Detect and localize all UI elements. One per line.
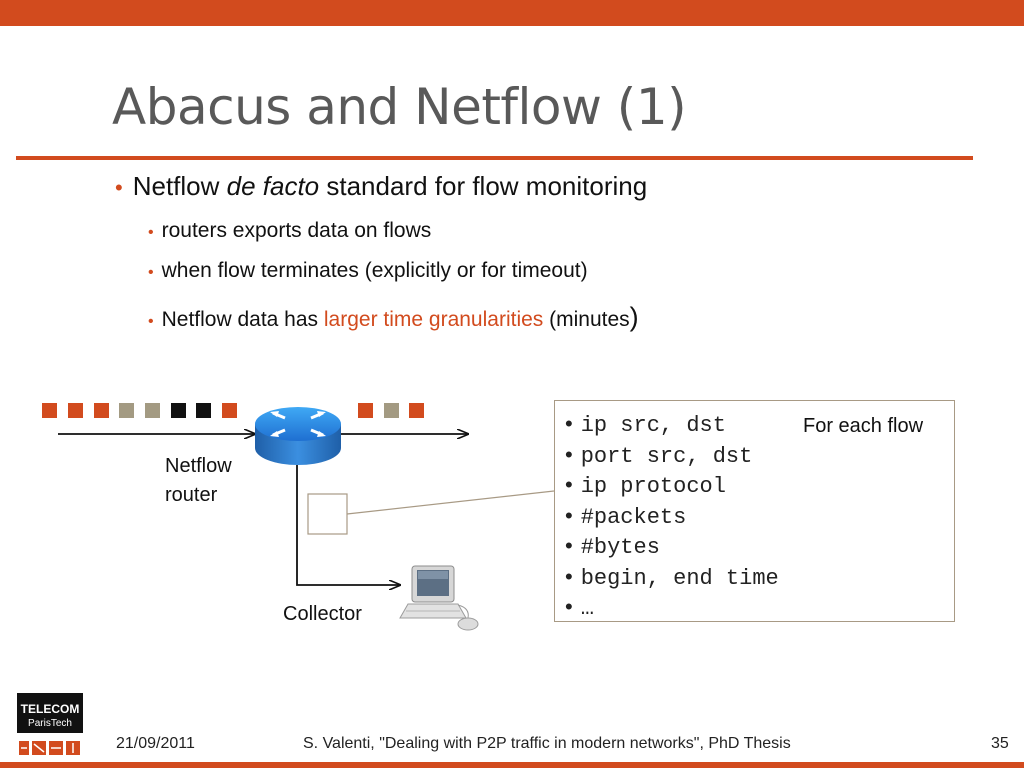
packet-icon <box>409 403 424 418</box>
list-item: •port src, dst <box>565 441 753 469</box>
list-item: •ip src, dst <box>565 411 726 438</box>
packet-icon <box>358 403 373 418</box>
incoming-packets <box>42 403 237 418</box>
packet-icon <box>68 403 83 418</box>
bottom-accent-bar <box>0 762 1024 768</box>
flow-fields-box: •ip src, dst •port src, dst •ip protocol… <box>554 400 955 622</box>
list-item: •begin, end time <box>565 563 779 591</box>
list-item: •#bytes <box>565 533 660 560</box>
list-item: •ip protocol <box>565 472 726 499</box>
bullet-netflow-standard: •Netflow de facto standard for flow moni… <box>115 171 648 201</box>
list-item: •#packets <box>565 502 687 530</box>
router-label-line1: Netflow <box>165 455 232 477</box>
footer-date: 21/09/2011 <box>116 735 195 752</box>
bullet-dot-icon: • <box>148 264 154 281</box>
router-label-line2: router <box>165 484 218 506</box>
bullet-dot-icon: • <box>148 313 154 330</box>
computer-icon <box>399 565 479 631</box>
packet-icon <box>171 403 186 418</box>
svg-text:TELECOM: TELECOM <box>21 702 80 716</box>
collector-label: Collector <box>283 603 362 625</box>
flow-record-icon <box>307 493 348 535</box>
packet-icon <box>196 403 211 418</box>
router-icon <box>255 407 341 465</box>
callout-line <box>346 490 555 515</box>
packet-icon <box>145 403 160 418</box>
sub-bullet-flow-terminates: •when flow terminates (explicitly or for… <box>148 259 588 282</box>
export-arrow <box>296 465 400 585</box>
svg-text:ParisTech: ParisTech <box>28 718 72 729</box>
slide-title: Abacus and Netflow (1) <box>112 78 687 136</box>
packet-icon <box>94 403 109 418</box>
sub-bullet-routers-export: •routers exports data on flows <box>148 219 432 242</box>
packet-icon <box>119 403 134 418</box>
top-accent-bar <box>0 0 1024 26</box>
footer-citation: S. Valenti, "Dealing with P2P traffic in… <box>303 735 791 752</box>
sub-bullet-granularity: •Netflow data has larger time granularit… <box>148 302 639 332</box>
packet-icon <box>42 403 57 418</box>
packet-icon <box>222 403 237 418</box>
bullet-dot-icon: • <box>115 175 123 200</box>
outgoing-packets <box>358 403 424 418</box>
for-each-flow-label: For each flow <box>803 415 924 437</box>
title-divider <box>16 156 973 160</box>
telecom-paristech-logo: TELECOM ParisTech <box>17 693 83 759</box>
bullet-dot-icon: • <box>148 224 154 241</box>
list-item: •… <box>565 594 594 621</box>
packet-icon <box>384 403 399 418</box>
page-number: 35 <box>991 735 1009 752</box>
flow-fields-list: •ip src, dst •port src, dst •ip protocol… <box>565 409 779 623</box>
